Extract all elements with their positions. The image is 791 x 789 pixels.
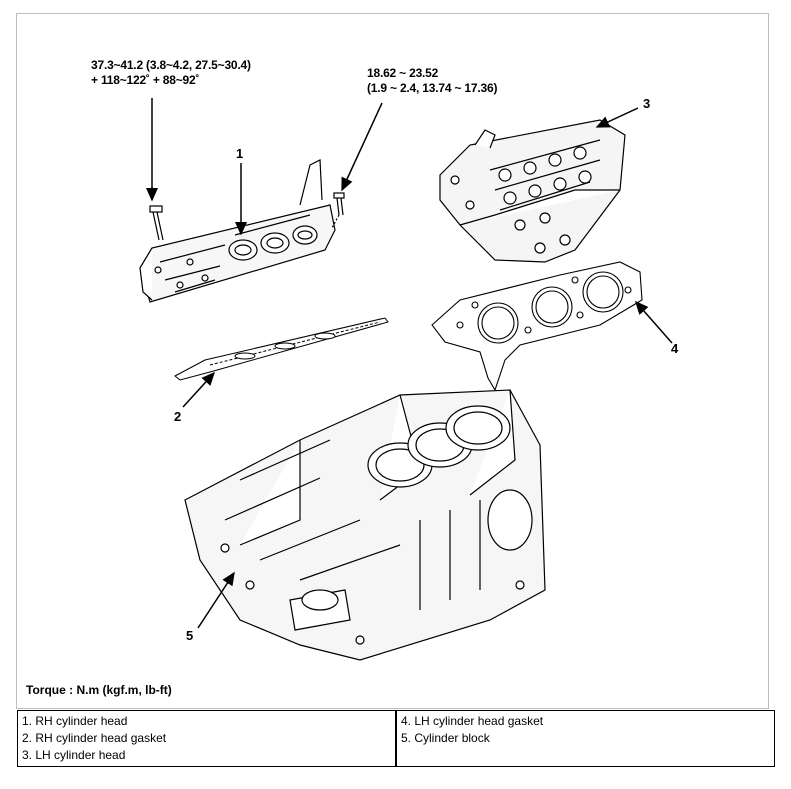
parts-legend-table: 1. RH cylinder head 2. RH cylinder head … xyxy=(17,710,775,767)
lh-bolt-torque-spec: 18.62 ~ 23.52 (1.9 ~ 2.4, 13.74 ~ 17.36) xyxy=(367,66,497,96)
callout-4: 4 xyxy=(671,341,679,356)
arrow-torque-lh-bolt xyxy=(341,102,383,192)
legend-item: 4. LH cylinder head gasket xyxy=(401,714,544,728)
rh-bolt-torque-line2: + 118~122˚ + 88~92˚ xyxy=(91,73,200,87)
lh-bolt-torque-line2: (1.9 ~ 2.4, 13.74 ~ 17.36) xyxy=(367,81,498,95)
leader-lines xyxy=(146,98,673,629)
lh-head-bolt xyxy=(331,192,345,229)
rh-cylinder-head-drawing xyxy=(139,159,336,303)
callout-1: 1 xyxy=(236,146,244,161)
rh-bolt-torque-line1: 37.3~41.2 (3.8~4.2, 27.5~30.4) xyxy=(91,58,251,72)
rh-head-bolt xyxy=(149,205,164,241)
legend-item: 5. Cylinder block xyxy=(401,731,490,745)
arrow-callout-5 xyxy=(197,571,235,629)
lh-cylinder-head-gasket-drawing xyxy=(431,261,643,392)
callout-2: 2 xyxy=(174,409,182,424)
cylinder-block-drawing xyxy=(184,389,546,661)
legend-right-column: 4. LH cylinder head gasket 5. Cylinder b… xyxy=(395,710,775,767)
diagram-frame xyxy=(16,13,769,709)
arrow-callout-4 xyxy=(635,300,673,344)
callout-3: 3 xyxy=(643,96,651,111)
legend-item: 3. LH cylinder head xyxy=(22,748,126,762)
torque-unit-note: Torque : N.m (kgf.m, lb-ft) xyxy=(26,683,172,697)
legend-left-column: 1. RH cylinder head 2. RH cylinder head … xyxy=(17,710,397,767)
arrow-callout-2 xyxy=(182,371,216,408)
legend-item: 1. RH cylinder head xyxy=(22,714,128,728)
callout-5: 5 xyxy=(186,628,194,643)
legend-item: 2. RH cylinder head gasket xyxy=(22,731,167,745)
arrow-callout-3 xyxy=(595,107,639,128)
rh-cylinder-head-gasket-drawing xyxy=(174,317,389,381)
lh-cylinder-head-drawing xyxy=(439,119,626,263)
lh-bolt-torque-line1: 18.62 ~ 23.52 xyxy=(367,66,439,80)
rh-bolt-torque-spec: 37.3~41.2 (3.8~4.2, 27.5~30.4) + 118~122… xyxy=(91,58,251,88)
